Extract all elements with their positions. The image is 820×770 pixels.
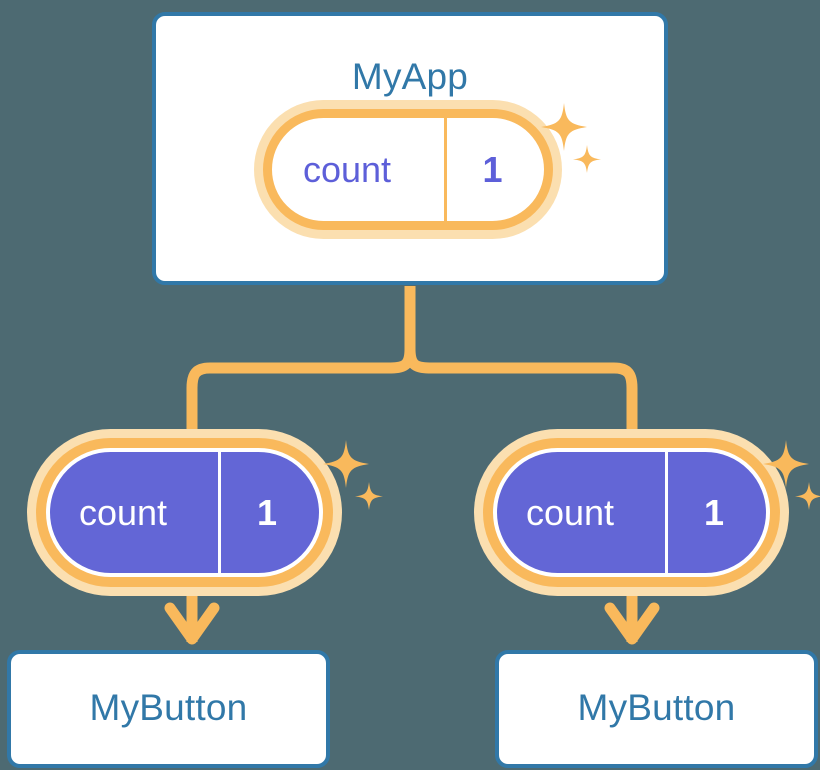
card-mybutton-left[interactable]: MyButton bbox=[7, 650, 330, 768]
card-title: MyButton bbox=[89, 687, 248, 728]
state-divider bbox=[218, 452, 221, 573]
state-pill-root-wrapper: count 1 bbox=[263, 109, 553, 230]
state-value-label: 1 bbox=[703, 491, 725, 533]
state-key-label: count bbox=[302, 148, 392, 190]
state-divider bbox=[665, 452, 668, 573]
state-pill-right-wrapper: count 1 bbox=[493, 448, 770, 577]
state-key-label: count bbox=[525, 491, 615, 533]
arrow-down-icon bbox=[164, 575, 660, 645]
page-title: MyApp bbox=[351, 56, 469, 97]
state-pill-left[interactable]: count 1 bbox=[46, 448, 323, 577]
state-divider bbox=[444, 118, 447, 221]
tree-branch-connector bbox=[186, 286, 638, 470]
state-key-label: count bbox=[78, 491, 168, 533]
state-value-label: 1 bbox=[482, 148, 503, 190]
state-pill-right[interactable]: count 1 bbox=[493, 448, 770, 577]
state-pill-left-wrapper: count 1 bbox=[46, 448, 323, 577]
state-value-label: 1 bbox=[256, 491, 278, 533]
card-mybutton-right[interactable]: MyButton bbox=[495, 650, 818, 768]
state-pill-root[interactable]: count 1 bbox=[263, 109, 553, 230]
card-title: MyButton bbox=[577, 687, 736, 728]
